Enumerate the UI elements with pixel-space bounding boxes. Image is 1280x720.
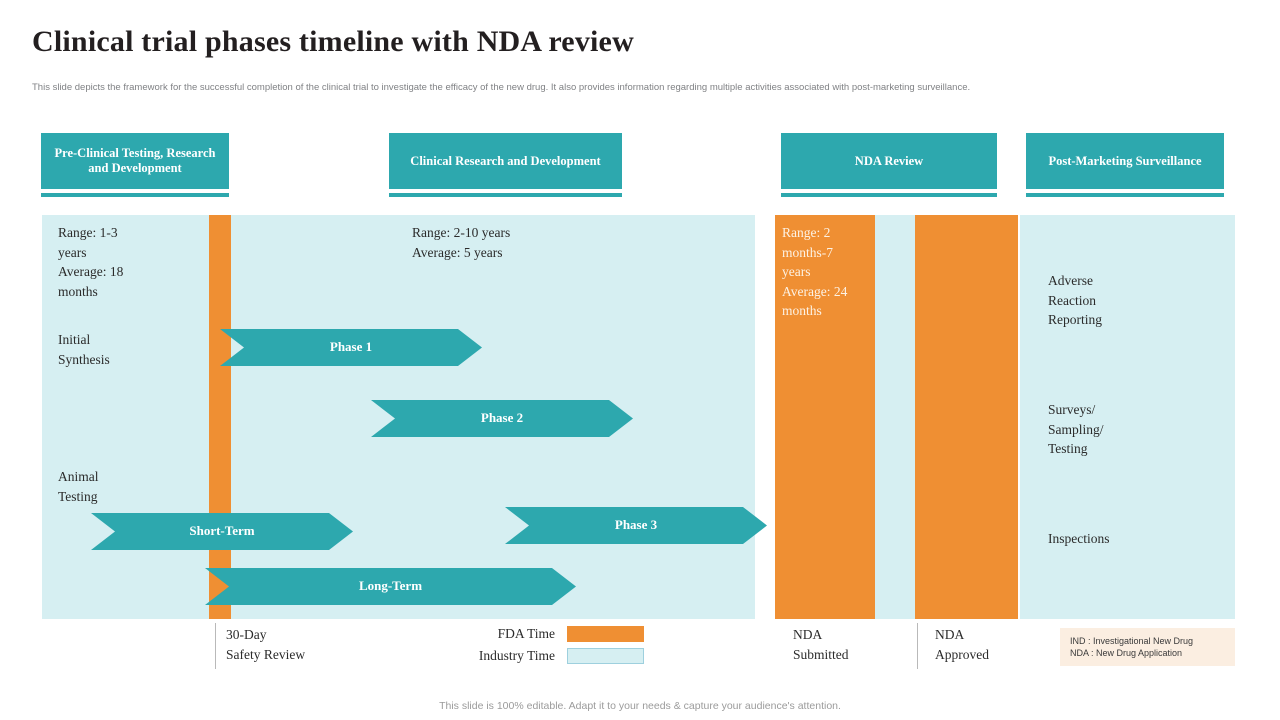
milestone-nda-approved: NDA Approved	[935, 627, 989, 662]
header-post-marketing[interactable]: Post-Marketing Surveillance	[1026, 133, 1224, 189]
timeline-panel	[42, 215, 1235, 619]
arrow-short-term-label: Short-Term	[189, 522, 255, 538]
legend-fda-swatch	[567, 626, 644, 642]
page-title: Clinical trial phases timeline with NDA …	[32, 25, 634, 58]
arrow-phase-2-label: Phase 2	[480, 409, 524, 425]
legend-industry-label: Industry Time	[478, 648, 555, 663]
activity-animal-testing: Animal Testing	[58, 469, 99, 504]
divider-nda-approved	[917, 623, 918, 669]
header-clinical-research-rule	[389, 193, 622, 197]
activity-inspections: Inspections	[1048, 531, 1110, 546]
slide-footer: This slide is 100% editable. Adapt it to…	[439, 700, 841, 712]
abbreviation-note: IND : Investigational New Drug NDA : New…	[1060, 628, 1235, 666]
divider-safety-review	[215, 623, 216, 669]
header-post-marketing-rule	[1026, 193, 1224, 197]
duration-nda-review: Range: 2 months-7 years Average: 24 mont…	[782, 225, 848, 318]
arrow-short-term[interactable]: Short-Term	[91, 513, 353, 550]
arrow-phase-2[interactable]: Phase 2	[371, 400, 633, 437]
legend-industry-swatch	[567, 648, 644, 664]
duration-preclinical: Range: 1-3 years Average: 18 months	[58, 225, 124, 299]
header-clinical-research[interactable]: Clinical Research and Development	[389, 133, 622, 189]
page-subtitle: This slide depicts the framework for the…	[32, 82, 971, 93]
legend-fda-label: FDA Time	[497, 626, 555, 641]
arrow-long-term[interactable]: Long-Term	[205, 568, 576, 605]
activity-surveys-sampling-testing: Surveys/ Sampling/ Testing	[1048, 402, 1104, 456]
header-pre-clinical-rule	[41, 193, 229, 197]
arrow-long-term-label: Long-Term	[358, 577, 423, 593]
header-nda-review[interactable]: NDA Review	[781, 133, 997, 189]
header-pre-clinical[interactable]: Pre-Clinical Testing, Research and Devel…	[41, 133, 229, 189]
activity-adverse-reaction-reporting: Adverse Reaction Reporting	[1048, 273, 1102, 327]
fda-time-block-nda-approval	[915, 215, 1018, 619]
duration-clinical: Range: 2-10 years Average: 5 years	[412, 225, 511, 260]
milestone-nda-submitted: NDA Submitted	[793, 627, 849, 662]
activity-initial-synthesis: Initial Synthesis	[58, 332, 110, 367]
arrow-phase-3[interactable]: Phase 3	[505, 507, 767, 544]
arrow-phase-1-label: Phase 1	[329, 338, 373, 354]
arrow-phase-3-label: Phase 3	[614, 516, 658, 532]
fda-time-block-nda-review	[775, 215, 875, 619]
arrow-phase-1[interactable]: Phase 1	[220, 329, 482, 366]
milestone-safety-review: 30-Day Safety Review	[226, 627, 306, 662]
abbreviation-ind: IND : Investigational New Drug	[1070, 636, 1194, 646]
panel-gap-1	[755, 215, 775, 619]
header-nda-review-rule	[781, 193, 997, 197]
fda-time-bar-preclinical	[209, 215, 231, 619]
abbreviation-nda: NDA : New Drug Application	[1070, 648, 1183, 658]
